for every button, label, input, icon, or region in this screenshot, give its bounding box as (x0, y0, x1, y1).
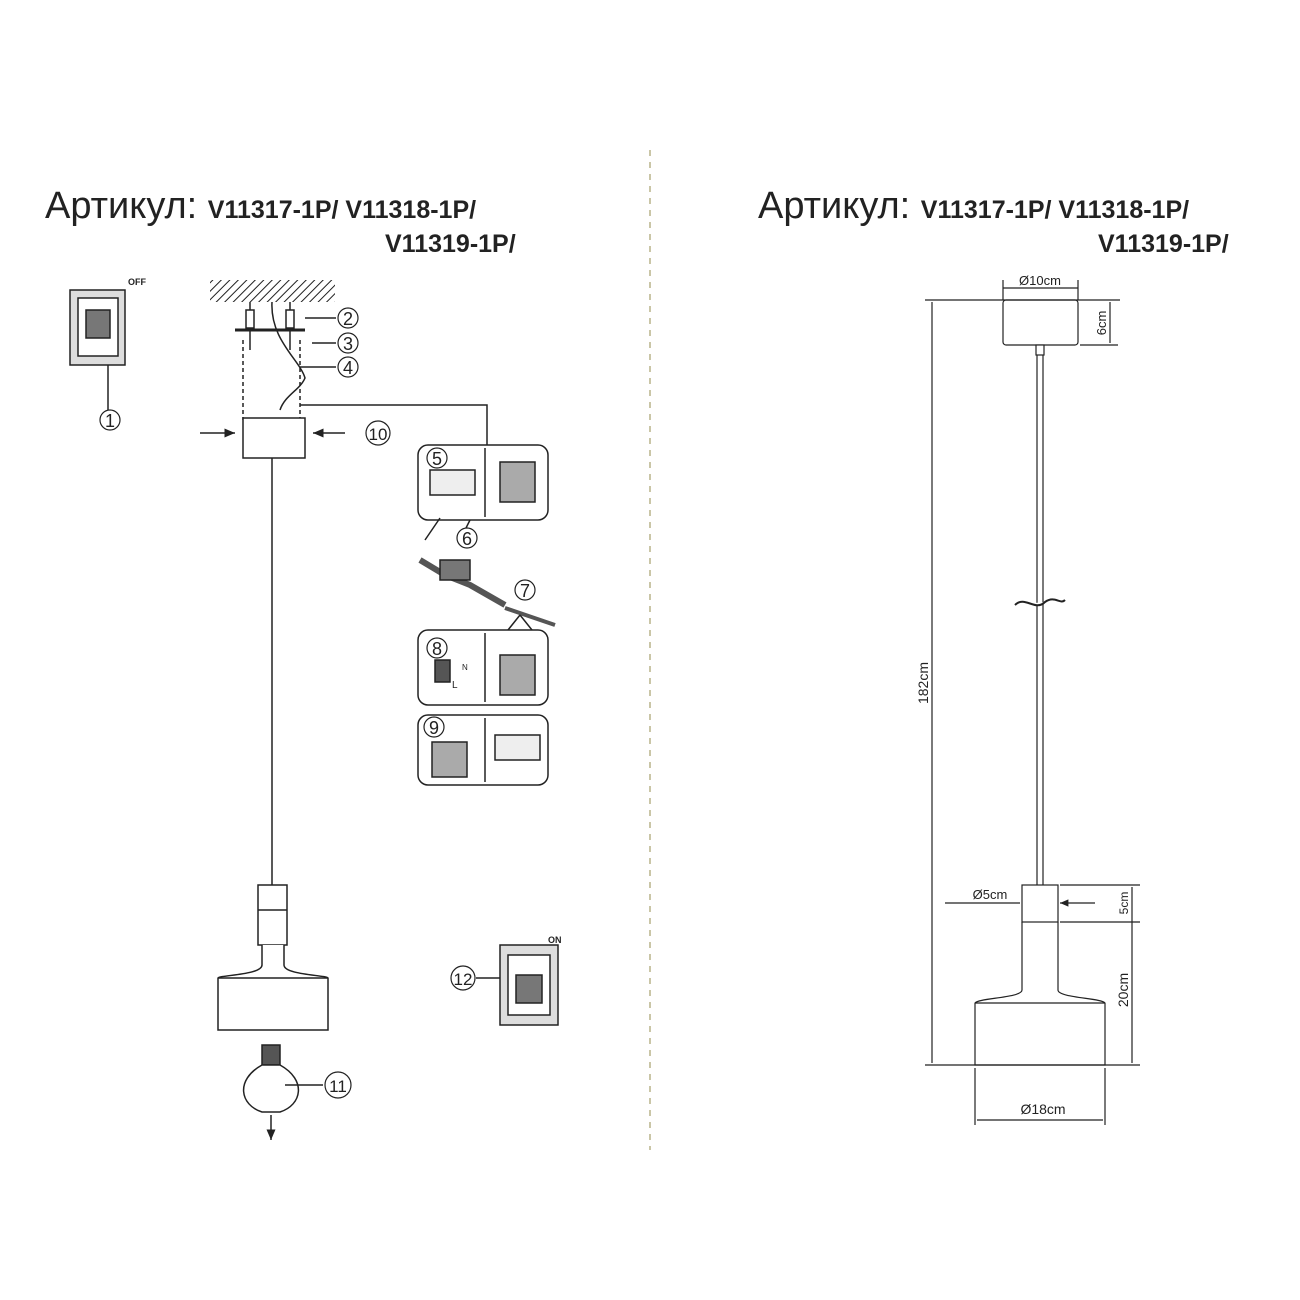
callout-7: 7 (514, 579, 536, 601)
svg-text:2: 2 (343, 309, 353, 329)
right-title: Артикул: V11317-1P/ V11318-1P/ (758, 186, 1189, 230)
ceiling-hatch (210, 280, 335, 302)
svg-text:11: 11 (329, 1077, 347, 1096)
article-codes: V11317-1P/ V11318-1P/ (920, 196, 1190, 224)
dim-socket-height: 5cm (1117, 892, 1131, 915)
callout-1: 1 (99, 409, 121, 431)
left-title: Артикул: V11317-1P/ V11318-1P/ (45, 186, 476, 230)
svg-text:6: 6 (462, 529, 472, 549)
dim-shade-height: 20cm (1115, 973, 1131, 1007)
switch-off-icon: OFF (69, 277, 146, 410)
switch-on-label: ON (548, 935, 562, 945)
svg-text:3: 3 (343, 334, 353, 354)
callout-5: 5 (426, 447, 448, 469)
callout-8: 8 (426, 637, 448, 659)
article-label: Артикул: (758, 185, 911, 227)
lamp-assembly (200, 417, 345, 1031)
bulb-icon (242, 1044, 323, 1140)
dim-canopy-diameter: Ø10cm (1019, 273, 1061, 288)
article-codes: V11317-1P/ V11318-1P/ (207, 196, 477, 224)
article-codes-line2: V11319-1P/ (1098, 230, 1229, 258)
svg-text:12: 12 (454, 970, 473, 989)
callout-10: 10 (365, 420, 391, 446)
callout-9: 9 (423, 716, 445, 738)
article-label: Артикул: (45, 185, 198, 227)
callouts: 1 2 3 4 5 6 7 8 9 10 11 12 (99, 307, 536, 1099)
svg-text:1: 1 (105, 411, 115, 431)
svg-text:8: 8 (432, 639, 442, 659)
callout-4: 4 (337, 356, 359, 378)
callout-11: 11 (324, 1071, 352, 1099)
dim-canopy-height: 6cm (1094, 311, 1109, 336)
dim-total-height: 182cm (915, 662, 931, 704)
dimension-drawing: Ø10cm 6cm 182cm Ø5cm 5cm 20cm Ø18cm (915, 273, 1140, 1125)
dim-socket-diameter: Ø5cm (973, 887, 1008, 902)
article-codes-line2: V11319-1P/ (385, 230, 516, 258)
svg-text:10: 10 (369, 425, 388, 444)
callout-6: 6 (456, 527, 478, 549)
callout-2: 2 (337, 307, 359, 329)
callout-12: 12 (450, 965, 476, 991)
wire-n-label: N (462, 663, 468, 672)
svg-text:7: 7 (520, 581, 530, 601)
svg-text:9: 9 (429, 718, 439, 738)
wiring-panels: N L (417, 444, 556, 786)
switch-on-icon: ON (476, 935, 562, 1026)
svg-text:5: 5 (432, 449, 442, 469)
dim-shade-diameter: Ø18cm (1020, 1101, 1065, 1117)
switch-off-label: OFF (128, 277, 146, 287)
mounting-hardware (235, 301, 488, 445)
svg-text:4: 4 (343, 358, 353, 378)
wire-l-label: L (452, 680, 458, 691)
callout-3: 3 (337, 332, 359, 354)
